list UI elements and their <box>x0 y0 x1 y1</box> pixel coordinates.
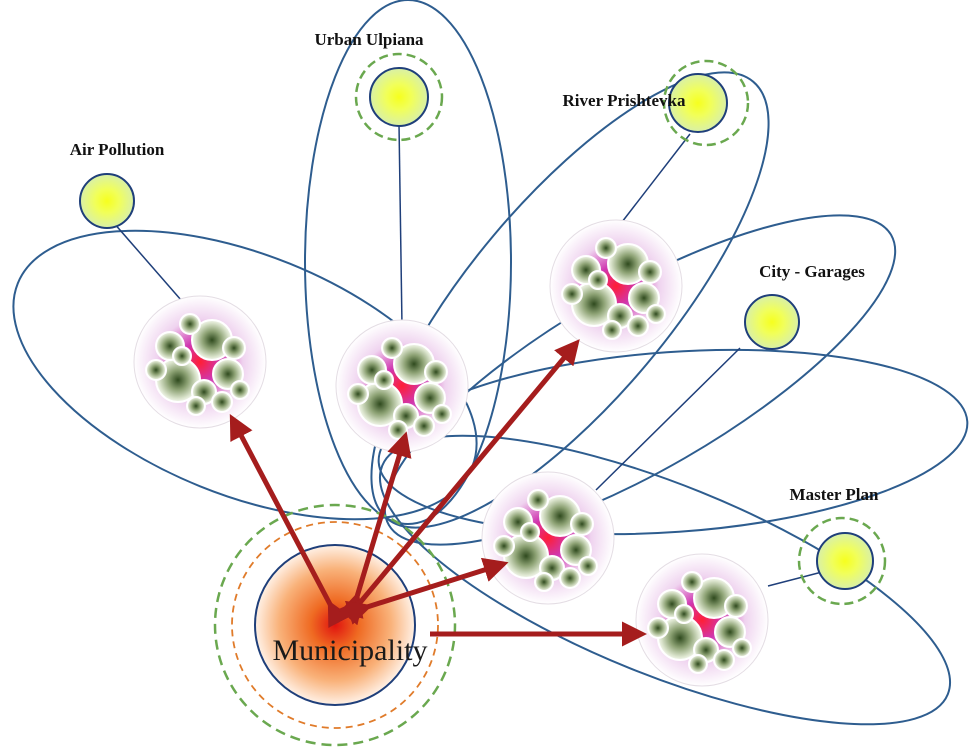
link-air-pollution <box>112 221 189 309</box>
cluster-urban-ulpiana <box>335 319 469 453</box>
cluster-bubble <box>559 567 581 589</box>
cluster-bubble <box>688 654 708 674</box>
arrow-to-air-pollution-cluster <box>229 414 351 628</box>
cluster-bubble <box>646 304 666 324</box>
topic-node-air-pollution[interactable]: Air Pollution <box>70 140 165 229</box>
cluster-bubble <box>388 420 408 440</box>
topic-node-master-plan[interactable]: Master Plan <box>790 485 887 606</box>
municipality-label: Municipality <box>273 634 428 667</box>
topic-links <box>112 123 823 587</box>
cluster-bubble <box>732 638 752 658</box>
cluster-bubble <box>230 380 250 400</box>
cluster-bubble <box>145 359 167 381</box>
dashed-ring-river-prishtevka <box>662 59 750 147</box>
cluster-bubble <box>534 572 554 592</box>
cluster-bubble <box>432 404 452 424</box>
dashed-ring-master-plan <box>797 516 887 606</box>
cluster-bubble <box>222 336 246 360</box>
cluster-bubble <box>211 391 233 413</box>
cluster-bubble <box>724 594 748 618</box>
cluster-bubble <box>647 617 669 639</box>
link-urban-ulpiana <box>398 123 403 327</box>
cluster-bubble <box>570 512 594 536</box>
cluster-bubble <box>186 396 206 416</box>
cluster-bubble <box>561 283 583 305</box>
topic-node-city-garages[interactable]: City - Garages <box>744 262 865 350</box>
link-city-garages <box>595 347 741 491</box>
cluster-bubble <box>179 313 201 335</box>
topic-label-city-garages: City - Garages <box>759 262 865 281</box>
cluster-bubble <box>681 571 703 593</box>
cluster-bubble <box>638 260 662 284</box>
link-river-prishtevka <box>621 133 691 223</box>
link-master-plan <box>767 571 823 587</box>
cluster-bubble <box>381 337 403 359</box>
municipality-arrows <box>229 339 647 647</box>
topic-label-river-prishtevka: River Prishtevka <box>563 91 686 110</box>
cluster-bubble <box>627 315 649 337</box>
arrow-to-city-garages-cluster <box>344 557 509 625</box>
cluster-river-prishtevka <box>549 219 683 353</box>
topic-label-air-pollution: Air Pollution <box>70 140 165 159</box>
cluster-bubble <box>374 370 394 390</box>
cluster-bubble <box>347 383 369 405</box>
topic-node-urban-ulpiana[interactable]: Urban Ulpiana <box>314 30 444 142</box>
topic-label-master-plan: Master Plan <box>790 485 879 504</box>
cluster-bubble <box>713 649 735 671</box>
cluster-bubble <box>424 360 448 384</box>
dashed-ring-urban-ulpiana <box>354 52 444 142</box>
topic-node-river-prishtevka[interactable]: River Prishtevka <box>563 59 750 147</box>
cluster-bubble <box>578 556 598 576</box>
cluster-bubble <box>588 270 608 290</box>
cluster-bubble <box>595 237 617 259</box>
cluster-bubble <box>493 535 515 557</box>
cluster-bubble <box>674 604 694 624</box>
municipality-node[interactable]: Municipality <box>213 503 457 747</box>
cluster-bubble <box>602 320 622 340</box>
cluster-bubble <box>413 415 435 437</box>
cluster-bubble <box>527 489 549 511</box>
topic-nodes: Air Pollution Urban Ulpiana River Prisht… <box>70 30 887 606</box>
cluster-master-plan <box>635 553 769 687</box>
cluster-city-garages <box>481 471 615 605</box>
cluster-bubble <box>520 522 540 542</box>
topic-label-urban-ulpiana: Urban Ulpiana <box>314 30 424 49</box>
cluster-bubble <box>172 346 192 366</box>
cluster-air-pollution <box>133 295 267 429</box>
